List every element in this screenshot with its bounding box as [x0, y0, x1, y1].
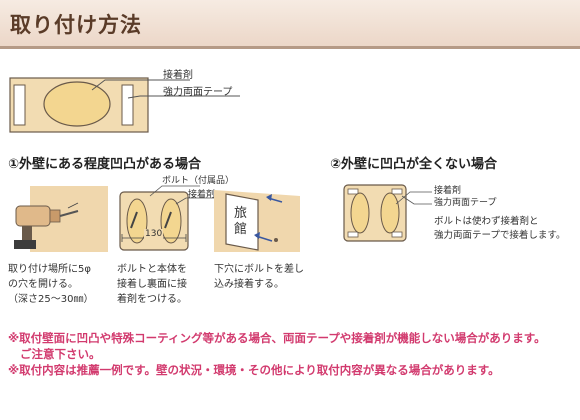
label-bolt: ボルト（付属品） — [162, 176, 235, 186]
dimension-label: 130 — [144, 229, 164, 241]
bolt-plate-oval-right — [160, 198, 182, 244]
sign-plate — [225, 193, 259, 251]
top-tape-right — [121, 84, 134, 126]
top-tape-left — [13, 84, 26, 126]
top-label-tape: 強力両面テープ — [163, 87, 233, 98]
step3-caption-2: 込み接着する。 — [214, 279, 284, 290]
bolt-left — [130, 211, 138, 229]
step3-caption-1: 下穴にボルトを差し — [214, 264, 304, 275]
step1-caption-3: （深さ25～30㎜） — [8, 294, 94, 305]
header-divider — [0, 46, 580, 49]
step1-caption-2: の穴を開ける。 — [8, 279, 78, 290]
note-1-continued: ご注意下さい。 — [20, 347, 101, 361]
insert-arrow-top-head — [266, 194, 272, 201]
flat-tape-top-right — [391, 188, 403, 195]
drill-bit — [59, 210, 79, 217]
note-1: ※取付壁面に凹凸や特殊コーティング等がある場合、両面テープや接着剤が機能しない場… — [8, 331, 546, 345]
drill-grip — [22, 226, 32, 244]
step2-caption-3: 着剤をつける。 — [117, 294, 187, 305]
step2-caption-1: ボルトと本体を — [117, 264, 187, 275]
section2-note-2: 強力両面テープで接着します。 — [434, 230, 566, 241]
bolt-plate-oval-left — [126, 198, 148, 244]
page-title: 取り付け方法 — [10, 13, 142, 37]
section2-note-1: ボルトは使わず接着剤と — [434, 216, 539, 227]
step2-caption-2: 接着し裏面に接 — [117, 279, 187, 290]
sign-text: 旅館 — [234, 206, 248, 237]
step1-caption-1: 取り付け場所に5φ — [8, 264, 91, 275]
page-header: 取り付け方法 — [0, 0, 580, 46]
top-plate-diagram — [9, 77, 240, 133]
section2-label-adhesive: 接着剤 — [434, 186, 462, 196]
insert-arrow-bottom-head — [254, 232, 260, 239]
flat-oval-right — [380, 192, 400, 234]
wall-surface-1 — [30, 186, 108, 252]
drill-battery — [14, 240, 36, 249]
flat-tape-bottom-right — [391, 231, 403, 238]
leader-tape — [127, 95, 240, 99]
top-adhesive-oval — [43, 81, 111, 127]
leader-adhesive-flat — [395, 191, 432, 205]
bolt-right — [164, 211, 172, 229]
flat-tape-top-left — [347, 188, 359, 195]
flat-oval-left — [350, 192, 370, 234]
leader-adhesive — [91, 79, 190, 91]
note-2: ※取付内容は推薦一例です。壁の状況・環境・その他により取付内容が異なる場合があり… — [8, 363, 500, 377]
drill-direction-arrow — [67, 202, 79, 209]
leader-bolt — [149, 185, 200, 197]
wall-hole — [274, 238, 278, 242]
top-label-adhesive: 接着剤 — [163, 70, 193, 81]
label-adhesive-step2: 接着剤 — [188, 190, 216, 200]
leader-tape-flat — [401, 195, 432, 205]
flat-tape-bottom-left — [347, 231, 359, 238]
section1-heading: ①外壁にある程度凹凸がある場合 — [8, 157, 202, 172]
section2-heading: ②外壁に凹凸が全くない場合 — [330, 157, 498, 172]
section2-label-tape: 強力両面テープ — [434, 198, 497, 208]
leader-adhesive-step2 — [175, 197, 226, 205]
